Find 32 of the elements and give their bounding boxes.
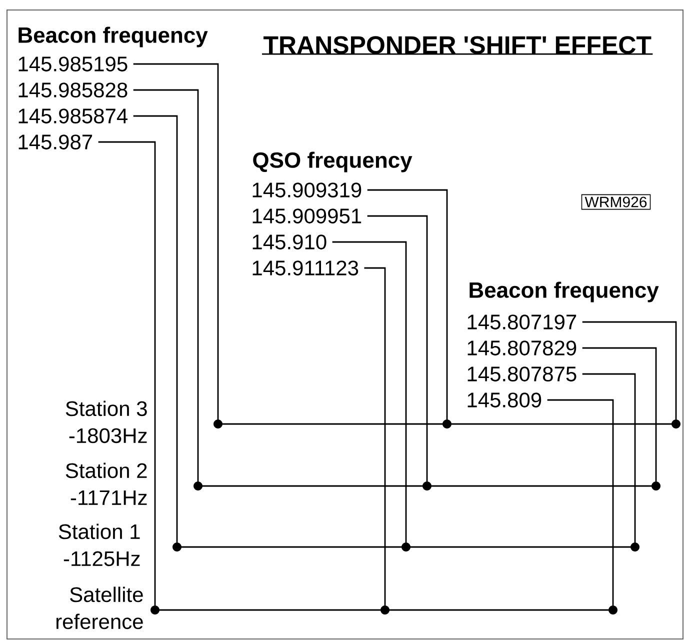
leader-line: [582, 347, 660, 490]
frequency-value: 145.909319: [252, 182, 362, 198]
title: TRANSPONDER 'SHIFT' EFFECT: [262, 36, 653, 55]
leader-line: [133, 89, 202, 490]
frequency-value: 145.985828: [18, 82, 128, 98]
station-line: Station 1 -1125Hz: [58, 524, 635, 566]
column-heading: Beacon frequency: [470, 282, 659, 302]
leader-line: [133, 63, 222, 428]
column-heading: QSO frequency: [253, 152, 412, 172]
frequency-value: 145.807829: [468, 340, 576, 356]
station-line: Satellite reference: [56, 586, 613, 630]
leader-line: [582, 373, 640, 552]
frequency-value: 145.809: [468, 392, 542, 408]
leader-line: [547, 399, 618, 614]
station-line: Station 2 -1171Hz: [66, 462, 656, 505]
figure-code: WRM926: [581, 194, 651, 210]
frequency-value: 145.910: [252, 234, 326, 250]
frequency-value: 145.985874: [18, 108, 128, 124]
leader-line: [364, 267, 390, 614]
leader-line: [582, 321, 680, 428]
leader-line: [367, 189, 452, 428]
leader-line: [367, 215, 432, 490]
frequency-value: 145.987: [18, 134, 92, 150]
frequency-value: 145.909951: [252, 208, 362, 224]
frequency-value: 145.911123: [252, 260, 358, 276]
leader-line: [332, 241, 410, 552]
column-heading: Beacon frequency: [18, 26, 208, 48]
frequency-value: 145.807875: [468, 366, 576, 382]
frequency-value: 145.807197: [468, 314, 576, 330]
leader-line: [98, 141, 160, 614]
leader-line: [133, 115, 182, 552]
frequency-value: 145.985195: [18, 56, 128, 72]
